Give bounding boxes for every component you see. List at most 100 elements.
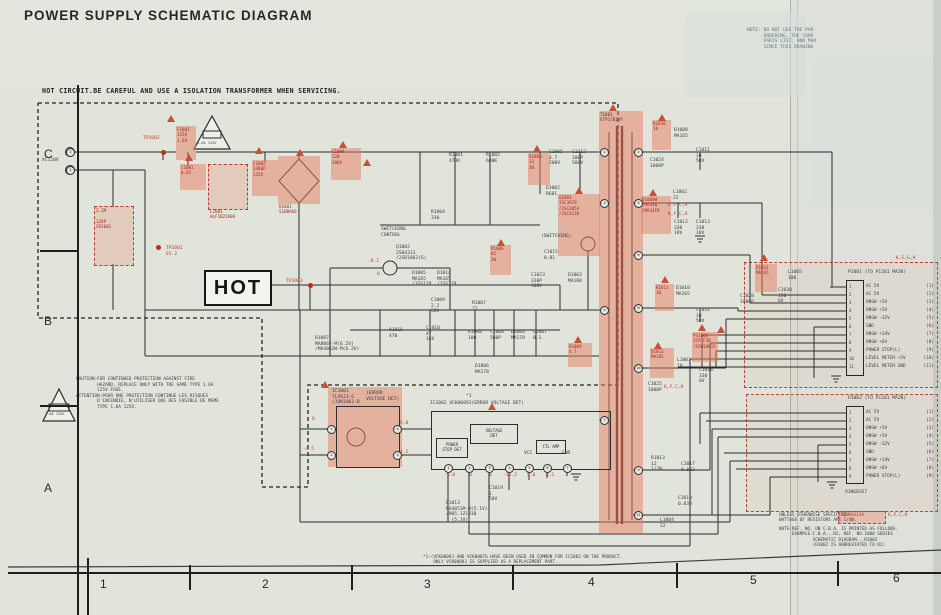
label-text: R1002 680K — [486, 153, 500, 164]
p1001-pin-label: LEVEL METER +5V — [866, 356, 906, 361]
component-label: R1009 4.7 — [569, 344, 582, 355]
test-point-dot — [155, 244, 161, 250]
left-ruler-tick-2 — [40, 405, 78, 407]
warning-triangle-icon — [167, 115, 175, 122]
label-text: R1013 12 1/2W — [651, 456, 665, 473]
label-text: TP1003 — [286, 279, 303, 284]
component-label: D1011 MA165 — [756, 265, 769, 276]
q1002-transistor-symbol — [382, 260, 398, 276]
p1002-pin-ref: (5) — [926, 442, 934, 447]
component: C1004 120 200V — [331, 148, 361, 180]
p1002-pin-label: UNSW +14V — [866, 458, 890, 463]
label-text: C1025 1000P — [648, 382, 662, 393]
p1001-pin-ref: (10) — [923, 356, 934, 361]
label-text: C1017 0.022 — [681, 462, 695, 473]
fuse-rating-caution: 1.6A 125V — [45, 412, 65, 416]
left-ruler-tick-1 — [40, 250, 78, 252]
component-label: R1010 10 — [653, 121, 666, 132]
p1002-pin-number: 6 — [849, 450, 852, 455]
notes-spec: UNLESS OTHERWISE SPECIFIED: WATTAGE OF R… — [779, 513, 857, 524]
label-text: IC1001 TLP621-G /JON1061-B — [332, 389, 360, 406]
pin-arrow-icon: ► — [833, 356, 836, 361]
component-label: F1001 125V 1.6A — [177, 127, 190, 143]
p1001-pin-label: AC 5V — [866, 284, 880, 289]
label-text: 5.0 — [400, 421, 409, 426]
label-text: TP1001 81.2 — [166, 246, 183, 257]
component-label: 2.2M 120P CR1001 — [96, 208, 112, 230]
label-text: L1003 10 — [677, 358, 691, 369]
p1001-pin-ref: (2) — [926, 292, 934, 297]
label-text: D1013 MA4051M-M(5.1V) /R05.1Z1B1B (5.1V) — [446, 501, 488, 524]
label-text: -4.5 — [303, 447, 315, 452]
label-text: C1015 0.01 — [544, 250, 558, 261]
component-label: R1003 33 2W — [529, 154, 542, 170]
p1001-pin-ref: (5) — [926, 316, 934, 321]
pin-number: 1 — [327, 425, 336, 434]
p1002-pin-number: 5 — [849, 442, 852, 447]
test-point-dot — [307, 282, 313, 288]
component: D1011 MA165 — [755, 264, 777, 292]
label-text: C1012 330 18V — [674, 220, 688, 237]
label-text: D1003 MA180 — [568, 273, 582, 284]
fuse-rating-top: 1.6A 125V — [197, 141, 217, 145]
pin-arrow-icon: ► — [833, 324, 836, 329]
warning-triangle-icon — [339, 141, 347, 148]
bottom-tick-4 — [676, 563, 678, 588]
warning-triangle-icon — [760, 254, 768, 261]
warning-triangle-icon — [661, 276, 669, 283]
component: PS1001 ICP-F3B /9JW10615 — [692, 332, 718, 362]
p1001-pin-label: UNSW +6V — [866, 340, 888, 345]
label-text: C1030 330 6V — [778, 288, 792, 305]
p1002-pin-ref: (3) — [926, 426, 934, 431]
function-block: CTL AMP — [536, 440, 566, 454]
pin-arrow-icon: ► — [833, 418, 836, 423]
label-text: C1028 1000P — [740, 294, 754, 305]
fuse-symbol-top — [202, 130, 222, 139]
label-text: K,F,C,H — [668, 203, 688, 208]
warning-triangle-icon — [255, 147, 263, 154]
bottom-ruler-cross — [87, 558, 89, 615]
warning-triangle-icon — [185, 154, 193, 161]
warning-triangle-icon — [296, 149, 304, 156]
p1001-pin-ref: (1) — [926, 284, 934, 289]
component-label: D1001 S1WBA60 — [279, 204, 297, 215]
p1002-pin-number: 2 — [849, 418, 852, 423]
warning-triangle-icon — [609, 104, 617, 111]
label-text: 0 — [489, 473, 492, 478]
pin-number: 4 — [634, 199, 643, 208]
pin-number: 8 — [634, 304, 643, 313]
label-text: SWITCHING CONTROL — [381, 227, 406, 238]
corner-note: NOTE: DO NOT USE THE PAR ORDERING, THE C… — [747, 28, 817, 51]
label-text: 5.0 — [527, 473, 536, 478]
pin-arrow-icon: ► — [833, 442, 836, 447]
pin-arrow-icon: ► — [833, 426, 836, 431]
label-text: D1014 MA165 /1SS119 — [437, 271, 457, 288]
hot-label-box: HOT — [204, 270, 272, 306]
pin-number: 3 — [485, 464, 494, 473]
label-text: D1004 MA178 — [511, 330, 525, 341]
component: T1001 ETP17B1AY — [599, 111, 643, 533]
p1002-pin-label: UNSW +6V — [866, 466, 888, 471]
function-block: POWER STOP DET — [436, 438, 468, 458]
pin-arrow-icon: ► — [833, 474, 836, 479]
label-text: C1008 560P — [490, 330, 504, 341]
pin-arrow-icon: ► — [833, 340, 836, 345]
component-label: PS1001 ICP-F3B /9JW10615 — [693, 333, 716, 349]
warning-triangle-icon — [698, 324, 706, 331]
label-text: R1008 100 — [468, 330, 482, 341]
component — [328, 387, 402, 467]
bottom-tick-1 — [189, 565, 191, 590]
p1002-pin-number: 3 — [849, 426, 852, 431]
label-text: C1005 4.7 200V — [549, 150, 563, 167]
pin-number: 6 — [543, 464, 552, 473]
alt-code-mark: K,F,C,H — [888, 513, 908, 518]
warning-triangle-icon — [533, 145, 541, 152]
grid-col-5: 5 — [750, 573, 757, 587]
component: 2.2M 120P CR1001 — [94, 206, 134, 266]
p1001-pin-label: LEVEL METER GND — [866, 364, 906, 369]
warning-triangle-icon — [717, 326, 725, 333]
label-text: C1016 330 6V — [699, 368, 713, 385]
label-text: D1010 MA165 — [676, 286, 690, 297]
p1001-pin-number: 11 — [849, 364, 854, 369]
